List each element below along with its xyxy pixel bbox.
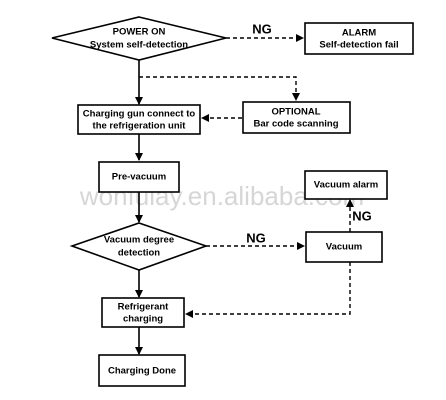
node-vacuum-degree: Vacuum degree detection <box>69 222 209 271</box>
edge-poweron-to-optional <box>139 76 300 101</box>
charging-gun-line2: the refrigeration unit <box>93 121 187 132</box>
ng-label-vacuum: NG <box>246 230 266 245</box>
node-vacuum-alarm: Vacuum alarm <box>304 170 388 200</box>
node-pre-vacuum: Pre-vacuum <box>98 161 180 193</box>
alarm-subtitle: Self-detection fail <box>319 40 398 51</box>
vacuum-degree-line1: Vacuum degree <box>104 235 174 246</box>
vacuum-label: Vacuum <box>326 242 362 253</box>
vacuum-alarm-label: Vacuum alarm <box>314 180 378 191</box>
node-refrigerant-charging: Refrigerant charging <box>101 297 185 328</box>
charging-gun-line1: Charging gun connect to <box>83 109 196 120</box>
optional-title: OPTIONAL <box>271 107 320 118</box>
node-alarm: ALARM Self-detection fail <box>304 22 414 55</box>
node-optional: OPTIONAL Bar code scanning <box>242 101 351 134</box>
pre-vacuum-label: Pre-vacuum <box>112 172 166 183</box>
ng-label-alarm: NG <box>252 21 272 36</box>
power-on-title: POWER ON <box>113 27 166 38</box>
charging-done-label: Charging Done <box>108 366 176 377</box>
node-charging-done: Charging Done <box>98 354 186 387</box>
ng-label-vacuum-alarm: NG <box>352 208 372 223</box>
power-on-subtitle: System self-detection <box>90 40 188 51</box>
refrigerant-line2: charging <box>123 314 163 325</box>
node-power-on: POWER ON System self-detection <box>51 16 227 61</box>
alarm-title: ALARM <box>342 28 376 39</box>
node-vacuum: Vacuum <box>305 231 383 263</box>
refrigerant-line1: Refrigerant <box>118 302 170 313</box>
optional-subtitle: Bar code scanning <box>254 119 339 130</box>
vacuum-degree-line2: detection <box>118 248 160 259</box>
edge-vacuum-to-refrigerant <box>185 262 351 318</box>
node-charging-gun: Charging gun connect to the refrigeratio… <box>77 104 201 135</box>
